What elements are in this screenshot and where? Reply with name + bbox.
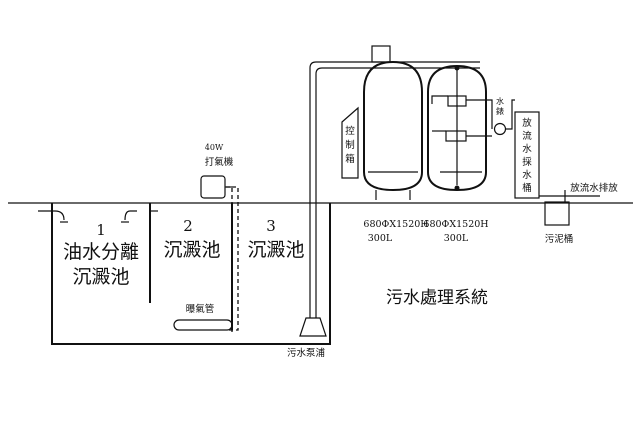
air-line [229, 186, 239, 331]
sludge-bucket-label: 污泥桶 [545, 233, 574, 245]
tank-1-number: 1 [96, 221, 106, 239]
tank-2-label: 沉澱池 [163, 239, 220, 261]
tank-1-label-line1: 油水分離 [63, 241, 139, 263]
tank-3-number: 3 [266, 217, 276, 235]
transfer-pipe-1 [124, 210, 137, 221]
control-box-char-3: 箱 [345, 153, 355, 165]
tank-2-number: 2 [183, 217, 193, 235]
discharge-label: 放流水排放 [570, 182, 618, 194]
system-title: 污水處理系統 [386, 288, 488, 308]
control-box-char-2: 制 [345, 139, 355, 151]
sampling-box [514, 111, 540, 199]
filter-right-pipe-a [431, 95, 448, 104]
sampling-char-6: 桶 [522, 182, 532, 194]
sludge-bucket-icon [544, 201, 570, 226]
meter-outlet-pipe [505, 99, 515, 130]
aerator-power: 40W [205, 143, 224, 152]
control-box-char-1: 控 [345, 125, 355, 137]
control-box-icon [341, 106, 359, 179]
filter-left-spec: 680ΦX1520H [363, 219, 428, 230]
sampling-char-5: 水 [522, 169, 532, 181]
filter-left-volume: 300L [368, 233, 393, 244]
aeration-pipe-icon [173, 319, 233, 331]
aerator-name: 打氣機 [205, 156, 234, 168]
filter-left-top-valve [371, 45, 391, 63]
filter-tank-left [363, 60, 423, 192]
air-line-2 [226, 186, 233, 332]
water-meter-char-2: 錶 [496, 106, 504, 116]
pump-icon [299, 317, 327, 337]
aerator-icon [200, 175, 226, 199]
filter-right-top-dot [454, 65, 460, 71]
sampling-char-2: 流 [522, 130, 532, 142]
filter-right-valve-lower [445, 130, 467, 142]
filter-right-spec: 680ΦX1520H [423, 219, 488, 230]
water-meter-icon [493, 122, 507, 136]
aeration-pipe-label: 曝氣管 [186, 303, 215, 315]
inlet-pipe [38, 210, 65, 221]
filter-right-volume: 300L [444, 233, 469, 244]
filter-right-pipe-b [466, 99, 493, 129]
tank-3-label: 沉澱池 [247, 239, 304, 261]
sampling-char-3: 水 [522, 143, 532, 155]
filter-tank-right [427, 64, 487, 192]
pump-label: 污水泵浦 [287, 347, 326, 359]
filter-right-bottom-dot [454, 185, 460, 191]
sampling-char-4: 採 [522, 156, 532, 168]
tank-outline [51, 203, 331, 345]
sampling-char-1: 放 [522, 117, 532, 129]
tank-1-label-line2: 沉澱池 [72, 266, 129, 288]
water-meter-char-1: 水 [496, 96, 504, 106]
filter-right-valve-upper [447, 95, 467, 107]
top-pipe-inner [315, 67, 480, 75]
top-pipe-outer [309, 61, 480, 69]
